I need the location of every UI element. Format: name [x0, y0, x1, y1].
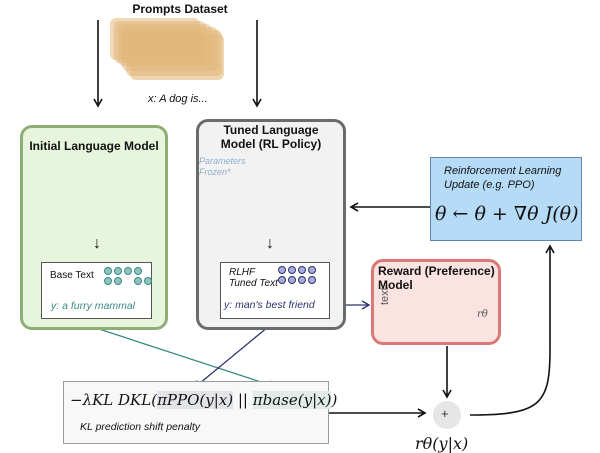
token-icon [278, 266, 286, 274]
token-row [278, 276, 316, 284]
token-icon [134, 267, 142, 275]
token-row [104, 267, 152, 275]
frozen-note-line2: Frozen* [199, 167, 231, 177]
tuned-text-label: RLHF Tuned Text [229, 267, 278, 289]
token-icon [308, 276, 316, 284]
tuned-model-title: Tuned Language Model (RL Policy) [198, 123, 344, 151]
tuned-text-tokens [278, 266, 316, 286]
base-text-label: Base Text [50, 270, 94, 281]
tuned-model-title-line2: Model (RL Policy) [220, 137, 322, 151]
base-text-example: y: a furry mammal [51, 300, 136, 312]
kl-formula-ppo: πPPO(y|x) [157, 391, 234, 409]
rl-update-box [430, 157, 582, 241]
token-row [278, 266, 316, 274]
kl-formula-prefix: −λKL DKL( [70, 391, 158, 409]
token-icon [114, 277, 122, 285]
arrow-down-icon: ↓ [266, 235, 274, 252]
prompt-example: x: A dog is... [148, 93, 208, 105]
kl-formula-separator: || [233, 391, 253, 409]
reward-model-box [371, 259, 501, 345]
base-text-tokens [104, 267, 152, 287]
rl-update-formula: θ ← θ + ∇θ J(θ) [435, 203, 579, 225]
kl-penalty-formula: −λKL DKL(πPPO(y|x) || πbase(y|x)) [70, 391, 337, 409]
rl-update-title-line1: Reinforcement Learning [444, 165, 562, 177]
token-icon [278, 276, 286, 284]
sum-node [433, 401, 461, 429]
tuned-text-example: y: man's best friend [224, 299, 315, 311]
token-icon [114, 267, 122, 275]
reward-output-label: rθ [477, 309, 488, 320]
tuned-text-label-line2: Tuned Text [229, 278, 278, 289]
kl-penalty-caption: KL prediction shift penalty [80, 421, 201, 433]
token-icon [298, 276, 306, 284]
dataset-title: Prompts Dataset [132, 2, 228, 16]
token-icon [298, 266, 306, 274]
tuned-text-label-line1: RLHF [229, 267, 256, 278]
token-icon [104, 277, 112, 285]
dataset-stack-icon [110, 18, 224, 80]
arrow-base-to-kl [95, 327, 278, 390]
token-icon [134, 277, 142, 285]
reward-model-title: Reward (Preference) Model [378, 264, 495, 292]
token-icon [104, 267, 112, 275]
sum-symbol: + [441, 406, 449, 421]
token-icon [288, 266, 296, 274]
reward-model-title-line1: Reward (Preference) [378, 264, 495, 278]
tuned-model-title-line1: Tuned Language [223, 123, 319, 137]
frozen-note-line1: Parameters [199, 156, 246, 166]
rl-update-title: Reinforcement Learning Update (e.g. PPO) [444, 164, 561, 192]
reward-input-label: text [379, 287, 391, 305]
rl-update-title-line2: Update (e.g. PPO) [444, 179, 535, 191]
initial-model-title: Initial Language Model [29, 139, 159, 153]
token-icon [144, 277, 152, 285]
token-icon [308, 266, 316, 274]
reward-output-formula: rθ(y|x) [415, 434, 469, 453]
arrow-tuned-to-kl [192, 321, 275, 389]
token-row [104, 277, 152, 285]
arrow-sum-to-rl [469, 244, 555, 416]
base-text-output-box [41, 262, 152, 319]
kl-formula-suffix: ) [331, 391, 338, 409]
token-icon [124, 267, 132, 275]
frozen-note: Parameters Frozen* [199, 156, 246, 178]
arrow-down-icon: ↓ [93, 235, 101, 252]
kl-formula-base: πbase(y|x) [252, 391, 332, 409]
reward-model-title-line2: Model [378, 278, 413, 292]
token-icon [288, 276, 296, 284]
